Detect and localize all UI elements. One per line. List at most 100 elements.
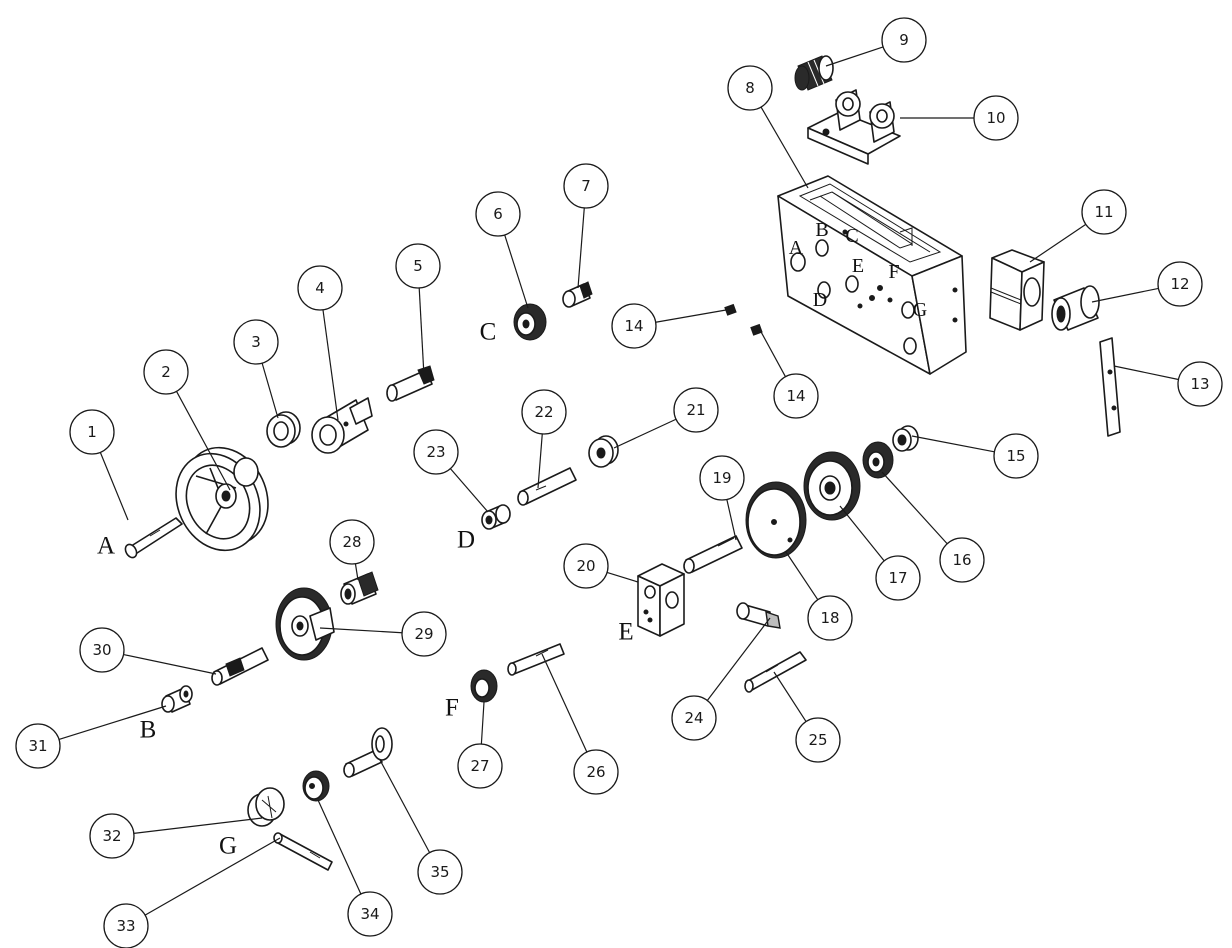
callout-number-30: 30 [92,641,111,659]
callout-number-2: 2 [161,363,171,381]
leader-line-16 [881,471,948,545]
housing-face-letter-E: E [852,255,864,277]
leader-line-17 [839,505,885,562]
leader-line-27 [480,701,485,745]
part-17-large-gear [803,451,861,521]
callout-circle-28 [329,519,375,565]
housing-face-letter-D: D [813,289,827,311]
leader-line-18 [785,551,819,601]
callout-circle-31 [15,723,61,769]
part-25-pin [744,651,807,693]
callout-number-26: 26 [586,763,605,781]
leader-line-2 [175,391,231,491]
callout-number-1: 1 [87,423,97,441]
leader-line-29 [319,627,403,634]
leader-line-6 [504,234,529,309]
callout-circle-20 [563,543,609,589]
callout-number-25: 25 [808,731,827,749]
housing-face-letter-G: G [913,299,927,321]
part-16-bearing [862,441,894,479]
callout-circle-24 [671,695,717,741]
leader-line-31 [58,705,167,741]
callout-number-32: 32 [102,827,121,845]
callout-circle-33 [103,903,149,948]
part-33-pin [273,832,333,871]
callout-number-17: 17 [888,569,907,587]
callout-number-10: 10 [986,109,1005,127]
callout-circle-5 [395,243,441,289]
leader-line-12 [1091,287,1159,303]
callout-circle-14 [773,373,819,419]
leader-line-22 [537,433,543,489]
callout-number-22: 22 [534,403,553,421]
callout-circle-18 [807,595,853,641]
part-31-bushing [161,685,193,713]
callout-number-27: 27 [470,757,489,775]
callout-circle-29 [401,611,447,657]
leader-line-11 [1029,223,1087,263]
leader-line-20 [606,571,639,583]
leader-line-19 [726,499,737,541]
callout-circle-2 [143,349,189,395]
leader-line-33 [144,837,281,916]
callout-number-35: 35 [430,863,449,881]
part-letter-F: F [445,695,459,722]
callout-number-3: 3 [251,333,261,351]
part-letter-E: E [618,619,633,646]
callout-number-29: 29 [414,625,433,643]
callout-circle-9 [881,17,927,63]
callout-circle-26 [573,749,619,795]
leader-line-23 [449,468,489,513]
part-29-gear [275,587,335,661]
leader-line-25 [773,671,807,722]
callout-circle-25 [795,717,841,763]
leader-line-7 [577,207,585,289]
callout-circle-8 [727,65,773,111]
leader-line-1 [99,452,129,521]
part-19-shaft [683,535,743,574]
part-20-block [637,563,685,637]
part-9-small-gear [794,55,834,91]
callout-circle-34 [347,891,393,937]
callout-circle-22 [521,389,567,435]
callout-number-20: 20 [576,557,595,575]
part-22-shaft [517,467,577,506]
housing-face-letter-C: C [845,225,858,247]
callout-circle-13 [1177,361,1223,407]
callout-circle-4 [297,265,343,311]
callout-number-9: 9 [899,31,909,49]
callout-number-18: 18 [820,609,839,627]
callout-circle-17 [875,555,921,601]
callout-circle-27 [457,743,503,789]
callout-number-14: 14 [786,387,805,405]
part-4-hub [311,397,373,454]
callout-number-34: 34 [360,905,379,923]
callout-circle-7 [563,163,609,209]
part-letter-A: A [97,533,115,560]
part-10-bracket [807,89,901,165]
callout-number-24: 24 [684,709,703,727]
callout-number-13: 13 [1190,375,1209,393]
leader-line-14 [655,309,727,323]
leader-line-15 [911,435,995,453]
part-7-sleeve [562,281,593,308]
part-28-sleeve [340,571,379,605]
callout-circle-1 [69,409,115,455]
callout-number-19: 19 [712,469,731,487]
part-6-gear [513,303,547,341]
callout-number-16: 16 [952,551,971,569]
callout-circle-19 [699,455,745,501]
leader-line-5 [418,287,425,377]
leader-line-13 [1113,365,1179,381]
part-15-nut [892,425,919,452]
callout-circle-21 [673,387,719,433]
callout-circle-14 [611,303,657,349]
housing-face-letter-B: B [815,219,828,241]
part-14-key-lower [750,323,763,336]
callout-number-21: 21 [686,401,705,419]
leader-line-9 [825,46,884,67]
part-letter-C: C [480,319,497,346]
callout-number-8: 8 [745,79,755,97]
